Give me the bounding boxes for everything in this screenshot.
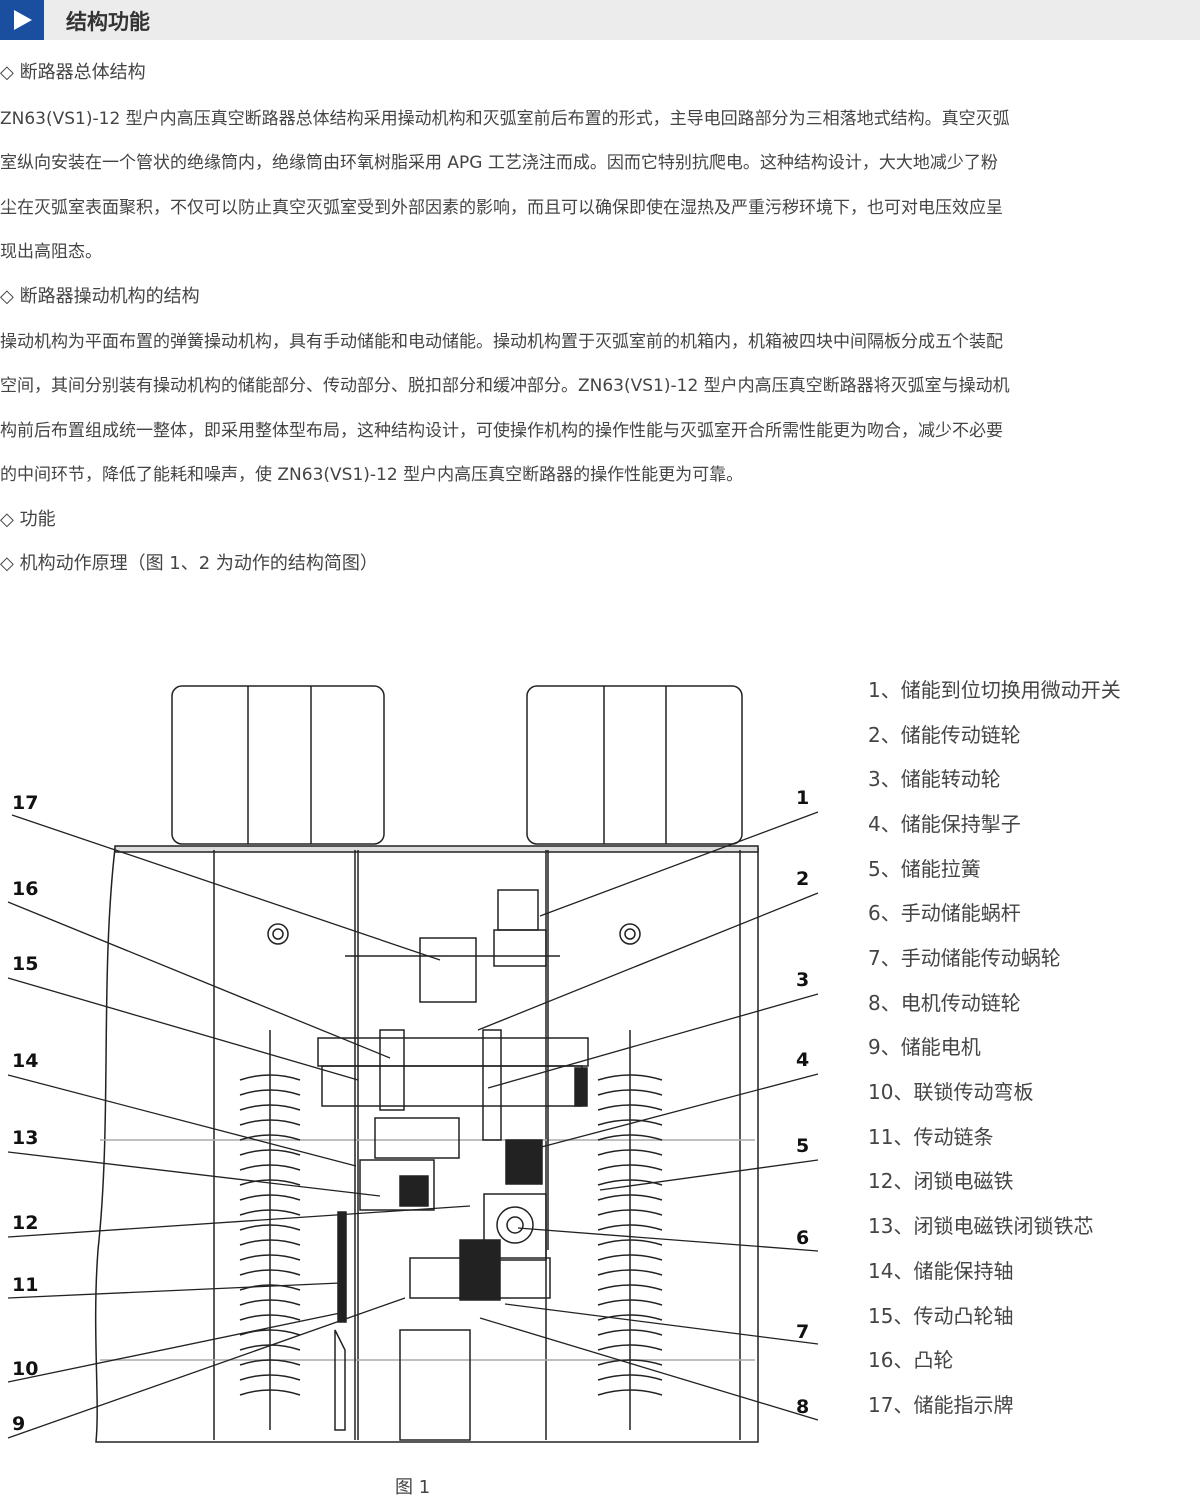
paragraph-line: 操动机构为平面布置的弹簧操动机构，具有手动储能和电动储能。操动机构置于灭弧室前的… bbox=[0, 332, 1003, 352]
callout-15: 15 bbox=[12, 953, 38, 975]
legend-item: 10、联锁传动弯板 bbox=[868, 1080, 1034, 1104]
callout-5: 5 bbox=[796, 1135, 809, 1157]
callout-11: 11 bbox=[12, 1274, 38, 1296]
callout-8: 8 bbox=[796, 1396, 809, 1418]
legend-item: 9、储能电机 bbox=[868, 1035, 981, 1059]
legend-item: 7、手动储能传动蜗轮 bbox=[868, 946, 1061, 970]
legend-item: 4、储能保持掣子 bbox=[868, 812, 1021, 836]
callout-17: 17 bbox=[12, 792, 38, 814]
legend-item: 11、传动链条 bbox=[868, 1125, 994, 1149]
callout-2: 2 bbox=[796, 868, 809, 890]
paragraph-line: ZN63(VS1)-12 型户内高压真空断路器总体结构采用操动机构和灭弧室前后布… bbox=[0, 109, 1010, 129]
micro-switch bbox=[497, 889, 539, 931]
legend-item: 1、储能到位切换用微动开关 bbox=[868, 678, 1121, 702]
callout-16: 16 bbox=[12, 878, 38, 900]
callout-numbers: 17 16 15 14 13 12 11 10 9 1 2 3 4 5 6 7 … bbox=[12, 787, 809, 1435]
figure-caption: 图 1 bbox=[395, 1477, 431, 1498]
section-header: 结构功能 bbox=[0, 0, 1200, 40]
subheading-mechanism-structure: ◇ 断路器操动机构的结构 bbox=[0, 286, 200, 307]
play-arrow-icon bbox=[0, 0, 44, 40]
callout-6: 6 bbox=[796, 1227, 809, 1249]
mechanism-diagram: 17 16 15 14 13 12 11 10 9 1 2 3 4 5 6 7 … bbox=[7, 685, 819, 1443]
paragraph-line: 尘在灭弧室表面聚积，不仅可以防止真空灭弧室受到外部因素的影响，而且可以确保即使在… bbox=[0, 198, 1003, 218]
callout-12: 12 bbox=[12, 1212, 38, 1234]
indicator-plate bbox=[419, 937, 477, 1003]
legend-item: 5、储能拉簧 bbox=[868, 857, 981, 881]
callout-4: 4 bbox=[796, 1049, 809, 1071]
paragraph-line: 空间，其间分别装有操动机构的储能部分、传动部分、脱扣部分和缓冲部分。ZN63(V… bbox=[0, 376, 1010, 396]
legend-item: 16、凸轮 bbox=[868, 1348, 954, 1372]
legend-item: 6、手动储能蜗杆 bbox=[868, 901, 1021, 925]
callout-3: 3 bbox=[796, 969, 809, 991]
frame-outline bbox=[94, 847, 759, 1443]
subheading-mechanism-principle: ◇ 机构动作原理（图 1、2 为动作的结构简图） bbox=[0, 553, 378, 574]
callout-14: 14 bbox=[12, 1050, 38, 1072]
paragraph-line: 现出高阻态。 bbox=[0, 242, 102, 262]
left-spring bbox=[239, 1030, 301, 1430]
paragraph-line: 构前后布置组成统一整体，即采用整体型布局，这种结构设计，可使操作机构的操作性能与… bbox=[0, 421, 1003, 441]
callout-7: 7 bbox=[796, 1321, 809, 1343]
legend-item: 3、储能转动轮 bbox=[868, 767, 1001, 791]
right-top-box bbox=[526, 685, 743, 845]
paragraph-line: 的中间环节，降低了能耗和噪声，使 ZN63(VS1)-12 型户内高压真空断路器… bbox=[0, 465, 744, 485]
callout-9: 9 bbox=[12, 1413, 25, 1435]
callout-13: 13 bbox=[12, 1127, 38, 1149]
paragraph-line: 室纵向安装在一个管状的绝缘筒内，绝缘筒由环氧树脂采用 APG 工艺浇注而成。因而… bbox=[0, 153, 998, 173]
legend-item: 2、储能传动链轮 bbox=[868, 723, 1021, 747]
legend-item: 13、闭锁电磁铁闭锁铁芯 bbox=[868, 1214, 1094, 1238]
section-title: 结构功能 bbox=[66, 10, 150, 34]
legend-item: 15、传动凸轮轴 bbox=[868, 1304, 1014, 1328]
legend-item: 12、闭锁电磁铁 bbox=[868, 1169, 1014, 1193]
left-top-box bbox=[171, 685, 385, 845]
subheading-overall-structure: ◇ 断路器总体结构 bbox=[0, 62, 146, 83]
subheading-function: ◇ 功能 bbox=[0, 509, 56, 530]
callout-1: 1 bbox=[796, 787, 809, 809]
legend-item: 17、储能指示牌 bbox=[868, 1393, 1014, 1417]
callout-10: 10 bbox=[12, 1358, 38, 1380]
legend-item: 8、电机传动链轮 bbox=[868, 991, 1021, 1015]
legend-item: 14、储能保持轴 bbox=[868, 1259, 1014, 1283]
